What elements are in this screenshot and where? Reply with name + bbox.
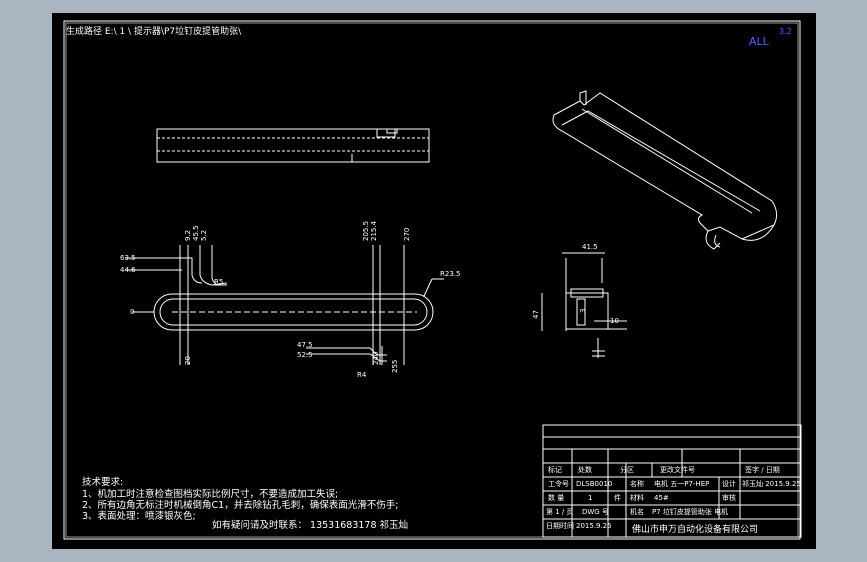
side-section-view bbox=[541, 252, 627, 358]
tb-v-page: DWG 号 bbox=[582, 508, 609, 516]
dim-5-2: 5.2 bbox=[200, 230, 208, 241]
drawing-title: 生成路径 E:\ 1 \ 提示器\P7垃钉皮提管助张\ bbox=[66, 27, 242, 37]
dimension-labels: 63.5 44.6 0 R5 R23.5 47.5 52.5 R4 41.5 1… bbox=[120, 220, 619, 379]
dim-r4: R4 bbox=[357, 371, 367, 379]
dim-3: 3 bbox=[579, 309, 587, 313]
dim-r23-5: R23.5 bbox=[440, 270, 460, 278]
tb-h-count: 处数 bbox=[578, 465, 592, 474]
note-item-2: 2、所有边角无标注时机械倒角C1，并去除钻孔毛刺，确保表面光滑不伤手; bbox=[82, 500, 399, 511]
drawing-viewport[interactable]: 63.5 44.6 0 R5 R23.5 47.5 52.5 R4 41.5 1… bbox=[52, 13, 816, 549]
tb-v-process: DLSB0010 bbox=[576, 480, 612, 488]
isometric-part bbox=[552, 90, 778, 250]
tb-l-review: 审核 bbox=[722, 493, 736, 502]
dim-255: 255 bbox=[391, 360, 399, 373]
tb-v-date: 2015.9.25 bbox=[576, 522, 612, 530]
dim-205-5: 205.5 bbox=[362, 221, 370, 241]
all-view-button[interactable]: ALL bbox=[749, 35, 769, 48]
tb-v-design: 祁玉灿 2015.9.25 bbox=[742, 479, 801, 488]
tb-l-qty: 数 量 bbox=[548, 493, 564, 502]
tb-l-name: 名称 bbox=[630, 479, 644, 488]
sheet-border bbox=[63, 20, 801, 540]
tb-l-design: 设计 bbox=[722, 479, 736, 488]
tb-l-part: 机名 bbox=[630, 507, 644, 516]
note-item-3: 3、表面处理：喷漆银灰色; bbox=[82, 511, 196, 522]
tb-l-page: 第 1 / 页 bbox=[546, 507, 574, 516]
tb-h-zone: 分区 bbox=[620, 465, 634, 474]
dim-270: 270 bbox=[403, 228, 411, 241]
dim-10: 10 bbox=[610, 317, 619, 325]
dim-240: 240 bbox=[372, 352, 380, 365]
tb-v-material: 45# bbox=[654, 494, 669, 502]
dim-47-5: 47.5 bbox=[297, 341, 313, 349]
contact-line: 如有疑问请及时联系： 13531683178 祁玉灿 bbox=[212, 520, 409, 531]
dim-9-2: 9.2 bbox=[184, 230, 192, 241]
dim-52-5: 52.5 bbox=[297, 351, 313, 359]
dim-0: 0 bbox=[130, 308, 134, 316]
tb-l-material: 材料 bbox=[630, 493, 644, 502]
dim-45-5: 45.5 bbox=[192, 225, 200, 241]
tb-l-process: 工令号 bbox=[548, 479, 569, 488]
tb-h-mark: 标记 bbox=[548, 465, 562, 474]
top-view-part bbox=[156, 128, 430, 163]
tb-l-date: 日期时间 bbox=[546, 521, 574, 530]
cad-drawing-canvas: 63.5 44.6 0 R5 R23.5 47.5 52.5 R4 41.5 1… bbox=[63, 20, 802, 540]
front-view-part bbox=[125, 245, 444, 365]
dim-63-5: 63.5 bbox=[120, 254, 136, 262]
dim-44-6: 44.6 bbox=[120, 266, 136, 274]
tb-h-doc: 更改文件号 bbox=[660, 465, 695, 474]
roughness-symbol-icon: 3.2 bbox=[779, 27, 792, 36]
dim-47: 47 bbox=[532, 310, 540, 319]
dim-215-4: 215.4 bbox=[370, 220, 378, 241]
dim-r5: R5 bbox=[214, 278, 223, 286]
sheet-inner-border bbox=[65, 22, 799, 538]
dim-20: 20 bbox=[184, 356, 192, 365]
dim-41-5: 41.5 bbox=[582, 243, 598, 251]
tb-v-part: P7 垃钉皮提管助张 电机 bbox=[652, 507, 728, 516]
title-block-grid bbox=[542, 424, 802, 538]
tb-company: 佛山市申万自动化设备有限公司 bbox=[632, 523, 758, 535]
title-block-text: 标记 处数 分区 更改文件号 签字 / 日期 工令号 DLSB0010 名称 电… bbox=[546, 465, 801, 535]
tb-v-name: 电机 五一P7-HEP bbox=[654, 479, 709, 488]
notes-heading: 技术要求: bbox=[82, 477, 124, 488]
tb-v-qty: 1 bbox=[588, 494, 592, 502]
tb-h-sign: 签字 / 日期 bbox=[745, 465, 780, 474]
tb-l-unit: 件 bbox=[614, 493, 621, 502]
note-item-1: 1、机加工时注意检查图档实际比例尺寸，不要造成加工失误; bbox=[82, 489, 339, 500]
